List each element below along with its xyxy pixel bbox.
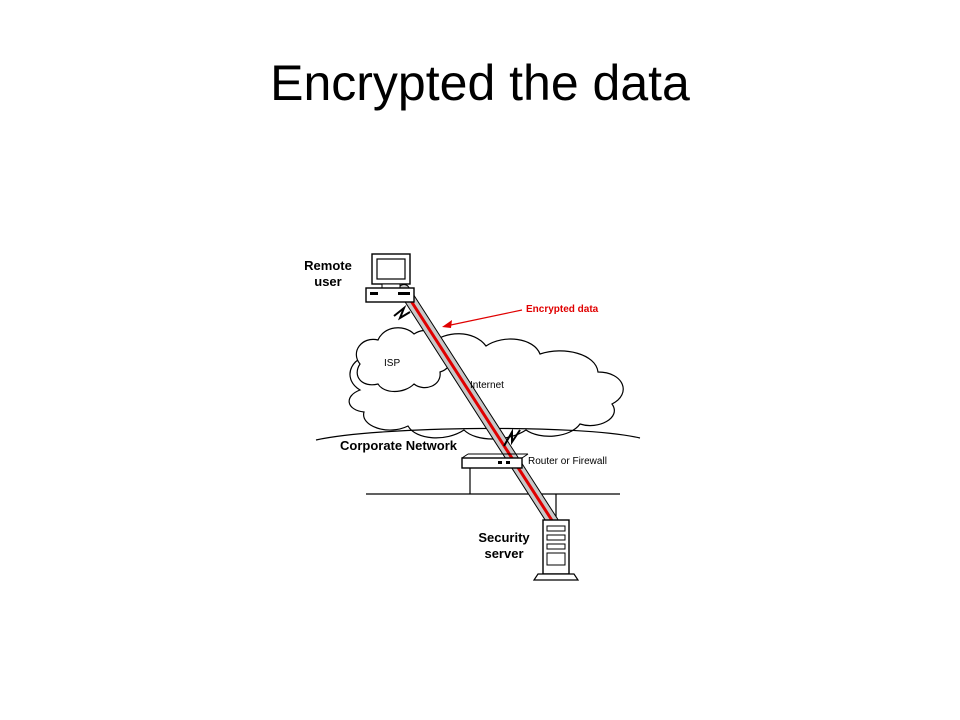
encrypted-data-label: Encrypted data	[526, 304, 599, 315]
tunnel-core	[402, 289, 555, 523]
lightning-bolt-icon	[393, 304, 411, 321]
slide-title: Encrypted the data	[270, 55, 690, 111]
security-server-icon	[532, 519, 580, 581]
internet-label: Internet	[470, 380, 504, 391]
router-firewall-label: Router or Firewall	[528, 456, 607, 467]
router-firewall-icon	[461, 453, 529, 469]
corporate-network-label: Corporate Network	[340, 438, 458, 453]
lightning-bolt-icon	[503, 428, 521, 447]
encrypted-data-arrow	[445, 309, 523, 327]
remote-user-label-2: user	[314, 274, 341, 289]
isp-label: ISP	[384, 358, 400, 369]
remote-user-label-1: Remote	[304, 258, 352, 273]
corporate-network-boundary	[315, 427, 641, 441]
remote-user-computer-icon	[365, 253, 415, 303]
security-server-label-1: Security	[478, 530, 530, 545]
arrow-head-icon	[442, 320, 452, 328]
security-server-label-2: server	[484, 546, 523, 561]
